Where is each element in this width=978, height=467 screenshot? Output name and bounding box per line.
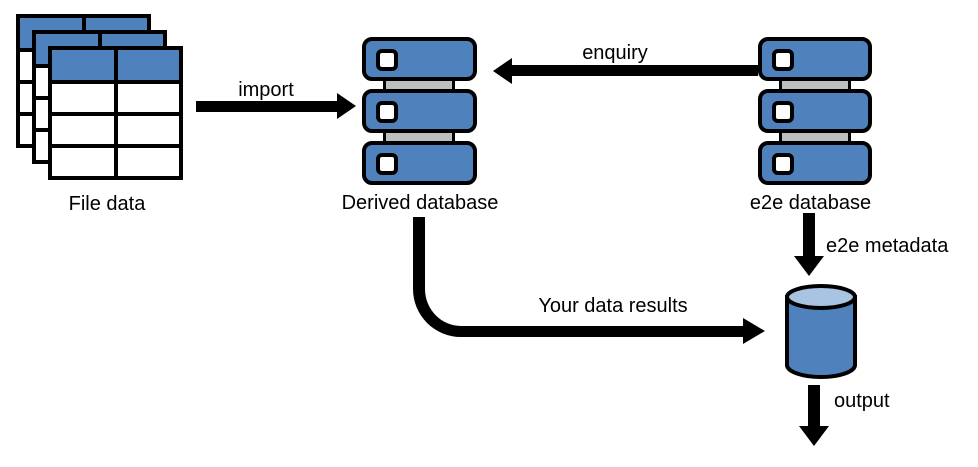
your-data-results-label: Your data results (538, 295, 688, 317)
table-cell (117, 84, 179, 112)
arrow-head-right-icon (337, 93, 356, 119)
file-data-label: File data (68, 193, 146, 215)
server-unit (758, 37, 872, 81)
arrow-shaft (808, 385, 820, 427)
table-cell (117, 148, 179, 176)
arrow-head-down-icon (799, 426, 829, 446)
server-led (376, 101, 398, 123)
e2e-metadata-label: e2e metadata (826, 235, 949, 257)
arrow-head-down-icon (794, 256, 824, 276)
server-unit (362, 37, 477, 81)
arrow-shaft (803, 213, 815, 257)
table-header-cell (52, 50, 114, 80)
table-header-cell (117, 50, 179, 80)
arrow-head-left-icon (493, 58, 512, 84)
server-led (772, 153, 794, 175)
database-cylinder-icon (785, 284, 857, 379)
server-unit (362, 141, 477, 185)
e2e-database-label: e2e database (749, 192, 872, 214)
import-arrow-label: import (238, 79, 294, 101)
file-table-front (48, 46, 183, 180)
server-led (772, 49, 794, 71)
arrow-shaft (512, 65, 758, 76)
server-unit (758, 141, 872, 185)
server-led (376, 153, 398, 175)
arrow-shaft (196, 101, 337, 112)
server-led (376, 49, 398, 71)
server-unit (362, 89, 477, 133)
enquiry-arrow-label: enquiry (582, 42, 648, 64)
e2e-database-node (758, 37, 872, 185)
arrow-head-right-icon (743, 318, 765, 344)
table-cell (117, 116, 179, 144)
derived-database-node (362, 37, 477, 185)
table-cell (52, 84, 114, 112)
server-led (772, 101, 794, 123)
server-unit (758, 89, 872, 133)
output-label: output (834, 390, 890, 412)
table-cell (52, 148, 114, 176)
arrow-elbow (413, 217, 745, 337)
derived-database-label: Derived database (341, 192, 499, 214)
table-cell (52, 116, 114, 144)
